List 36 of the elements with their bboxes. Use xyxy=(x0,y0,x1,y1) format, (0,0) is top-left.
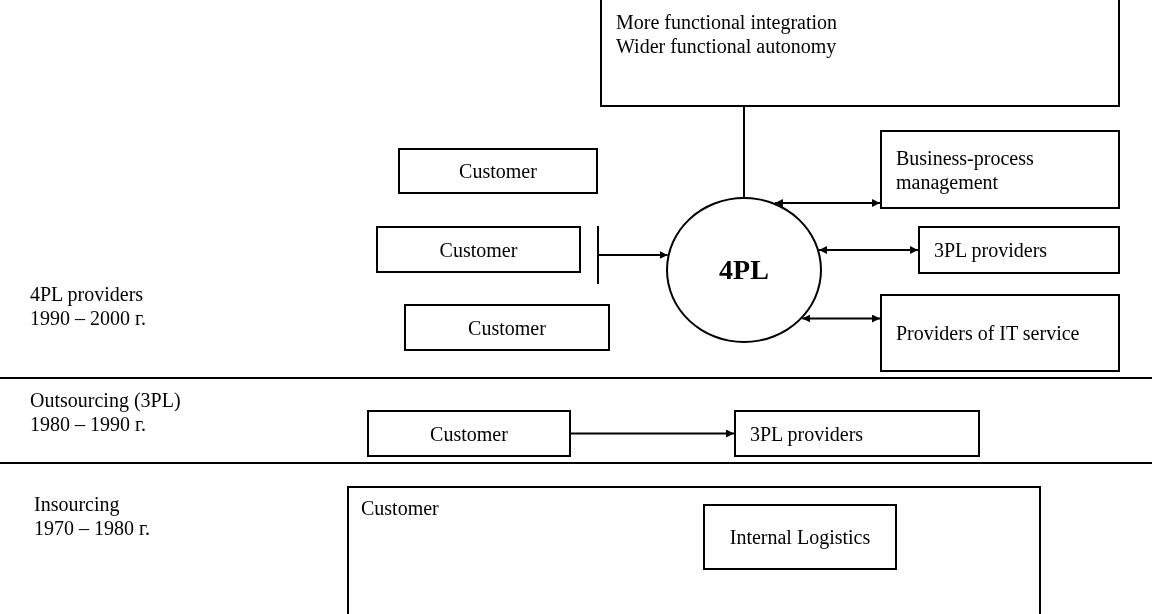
process-box xyxy=(703,504,897,570)
node-text: Business-process management xyxy=(896,145,1035,194)
node-text: Customer xyxy=(361,496,439,520)
connector-line xyxy=(743,106,745,198)
node-text: Customer xyxy=(459,159,537,183)
process-box xyxy=(880,294,1120,372)
node-text: Providers of IT service xyxy=(896,321,1080,345)
node-text: Internal Logistics xyxy=(729,525,871,549)
node-text: Customer xyxy=(430,421,508,446)
process-box xyxy=(376,226,581,273)
node-text: Customer xyxy=(468,315,546,340)
process-box xyxy=(600,0,1120,107)
node-text: 3PL providers xyxy=(750,421,864,446)
period-label: Outsourcing (3PL) xyxy=(30,388,181,412)
arrow xyxy=(818,246,919,254)
period-label: 1970 – 1980 г. xyxy=(34,516,150,540)
bar-line xyxy=(597,226,599,284)
process-box xyxy=(367,410,571,457)
period-label: 4PL providers xyxy=(30,282,144,306)
node-text: 3PL providers xyxy=(934,238,1048,262)
process-box xyxy=(404,304,610,351)
node-text: 4PL xyxy=(719,253,769,287)
process-box xyxy=(734,410,980,457)
arrow xyxy=(598,251,669,259)
process-box xyxy=(398,148,598,194)
period-label: 1980 – 1990 г. xyxy=(30,412,146,436)
node-text: Customer xyxy=(439,237,518,262)
process-box xyxy=(918,226,1120,274)
node-text: More functional integration xyxy=(616,10,838,34)
arrow xyxy=(570,429,735,438)
period-label: 1990 – 2000 г. xyxy=(30,306,146,330)
process-box xyxy=(880,130,1120,209)
period-label: Insourcing xyxy=(34,492,120,516)
node-text: Wider functional autonomy xyxy=(616,34,837,58)
arrow xyxy=(801,314,881,323)
process-box xyxy=(347,486,1041,614)
